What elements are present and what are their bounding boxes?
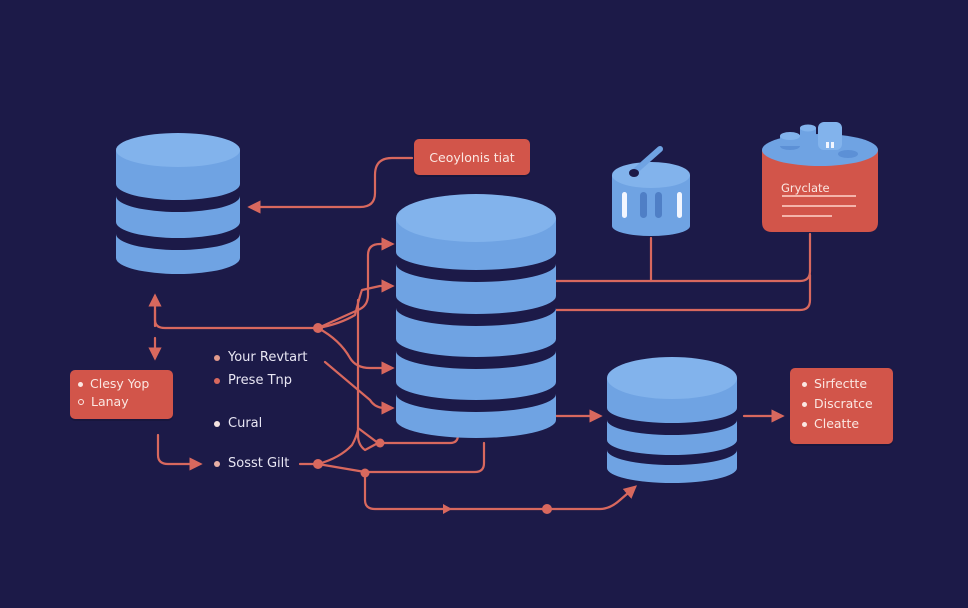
top-label-box[interactable]: Ceoylonis tiat — [414, 139, 530, 175]
top-label-text: Ceoylonis tiat — [429, 149, 515, 165]
connector-sosst-right — [316, 441, 486, 474]
connector-hub-up-2 — [316, 279, 395, 330]
card-title: Gryclate — [781, 181, 830, 195]
connector-bottom-run — [363, 470, 637, 511]
label-your-revtart: Your Revtart — [214, 350, 308, 365]
bullet-icon — [78, 381, 83, 387]
connector-top-label-to-db1 — [247, 156, 414, 214]
connectors — [148, 156, 812, 511]
database-cylinder-3 — [607, 357, 737, 483]
connector-nodes — [313, 323, 552, 514]
right-box-item: Discratce — [802, 394, 893, 414]
connector-hub-down-1 — [316, 326, 395, 375]
connector-db2-lower-to-card — [554, 273, 812, 312]
right-box-item: Sirfectte — [802, 374, 893, 394]
config-card — [762, 122, 878, 232]
left-box-item: Clesy Yop — [78, 374, 173, 394]
node-bottom-run — [542, 504, 552, 514]
bullet-icon — [78, 399, 84, 405]
bullet-icon — [214, 460, 220, 467]
node-hub-bottom — [313, 459, 323, 469]
label-prese-tnp: Prese Tnp — [214, 373, 292, 388]
connector-diag-2 — [323, 360, 395, 415]
right-box-item: Cleatte — [802, 414, 893, 434]
database-cylinder-2 — [396, 194, 556, 438]
left-box-item: Lanay — [78, 392, 173, 412]
connector-hub-up-1 — [316, 237, 395, 330]
connector-left-box-down — [156, 433, 203, 471]
connector-db2-to-bucket — [554, 236, 653, 283]
bullet-icon — [802, 401, 807, 407]
left-info-box[interactable]: Clesy Yop Lanay — [70, 370, 173, 419]
node-under-db2 — [375, 438, 385, 448]
node-spine — [360, 468, 370, 478]
bullet-icon — [802, 381, 807, 387]
node-hub-top — [313, 323, 323, 333]
bullet-icon — [214, 420, 220, 427]
connector-db1-to-hub — [153, 308, 320, 330]
connector-vertical-spine — [356, 298, 380, 452]
arrow-mid-bottom — [443, 504, 452, 514]
bullet-icon — [214, 354, 220, 361]
connector-db2-to-card — [649, 232, 812, 283]
bullet-icon — [214, 377, 220, 384]
label-sosst-gilt: Sosst Gilt — [214, 456, 289, 471]
database-cylinder-1 — [116, 133, 240, 274]
label-cural: Cural — [214, 416, 262, 431]
right-info-box[interactable]: Sirfectte Discratce Cleatte — [790, 368, 893, 444]
connector-sosst-up — [316, 428, 360, 466]
bullet-icon — [802, 421, 807, 427]
storage-bucket-icon — [612, 146, 690, 236]
